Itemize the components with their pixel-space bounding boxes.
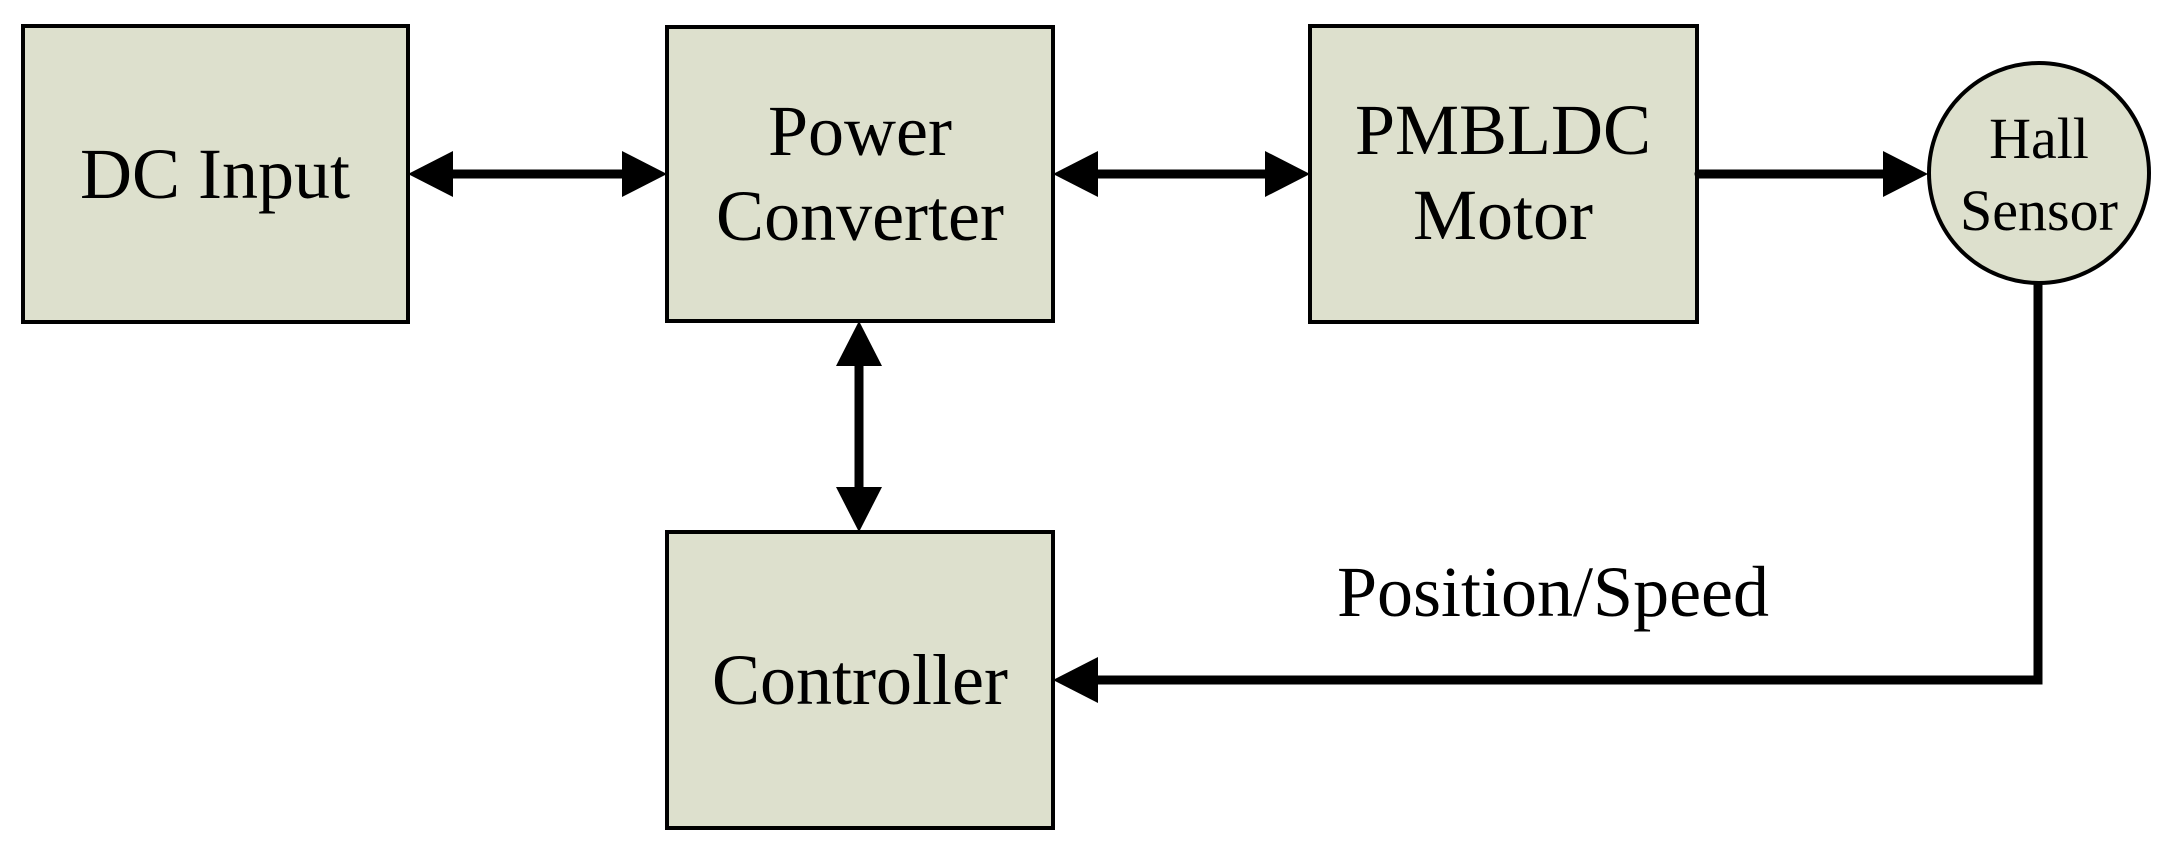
hall-sensor-circle <box>1927 61 2151 285</box>
hall-sensor-label-line2: Sensor <box>1960 178 2118 243</box>
arrowhead-up <box>836 321 882 366</box>
node-dc-input: DC Input <box>21 24 410 324</box>
node-pmbldc-motor: PMBLDC Motor <box>1308 24 1699 324</box>
node-hall-sensor: Hall Sensor <box>1927 61 2151 285</box>
dc-input-box <box>21 24 410 324</box>
feedback-elbow-line <box>1096 283 2043 685</box>
dc-input-label: DC Input <box>80 134 350 214</box>
controller-box <box>665 530 1055 830</box>
pmbldc-motor-label-line2: Motor <box>1413 175 1593 255</box>
arrowhead-right <box>622 151 667 197</box>
arrow-power-converter-controller <box>836 321 882 532</box>
arrow-power-converter-pmbldc-motor <box>1053 151 1310 197</box>
node-power-converter: Power Converter <box>665 25 1055 323</box>
hall-sensor-label-line1: Hall <box>1989 106 2089 171</box>
arrowhead-down <box>836 487 882 532</box>
arrow-pmbldc-motor-hall-sensor <box>1694 151 1928 197</box>
feedback-signal-label: Position/Speed <box>1337 552 1769 632</box>
power-converter-box <box>665 25 1055 323</box>
arrowhead-right <box>1883 151 1928 197</box>
controller-label: Controller <box>712 640 1008 720</box>
arrowhead-right <box>1265 151 1310 197</box>
arrowhead-left <box>1053 657 1098 703</box>
power-converter-label-line1: Power <box>768 91 952 171</box>
arrowhead-left <box>1053 151 1098 197</box>
node-controller: Controller <box>665 530 1055 830</box>
power-converter-label-line2: Converter <box>716 176 1004 256</box>
pmbldc-motor-box <box>1308 24 1699 324</box>
pmbldc-motor-label-line1: PMBLDC <box>1355 90 1651 170</box>
arrow-dc-input-power-converter <box>408 151 667 197</box>
arrowhead-left <box>408 151 453 197</box>
arrow-hall-sensor-controller: Position/Speed <box>1053 283 2043 703</box>
